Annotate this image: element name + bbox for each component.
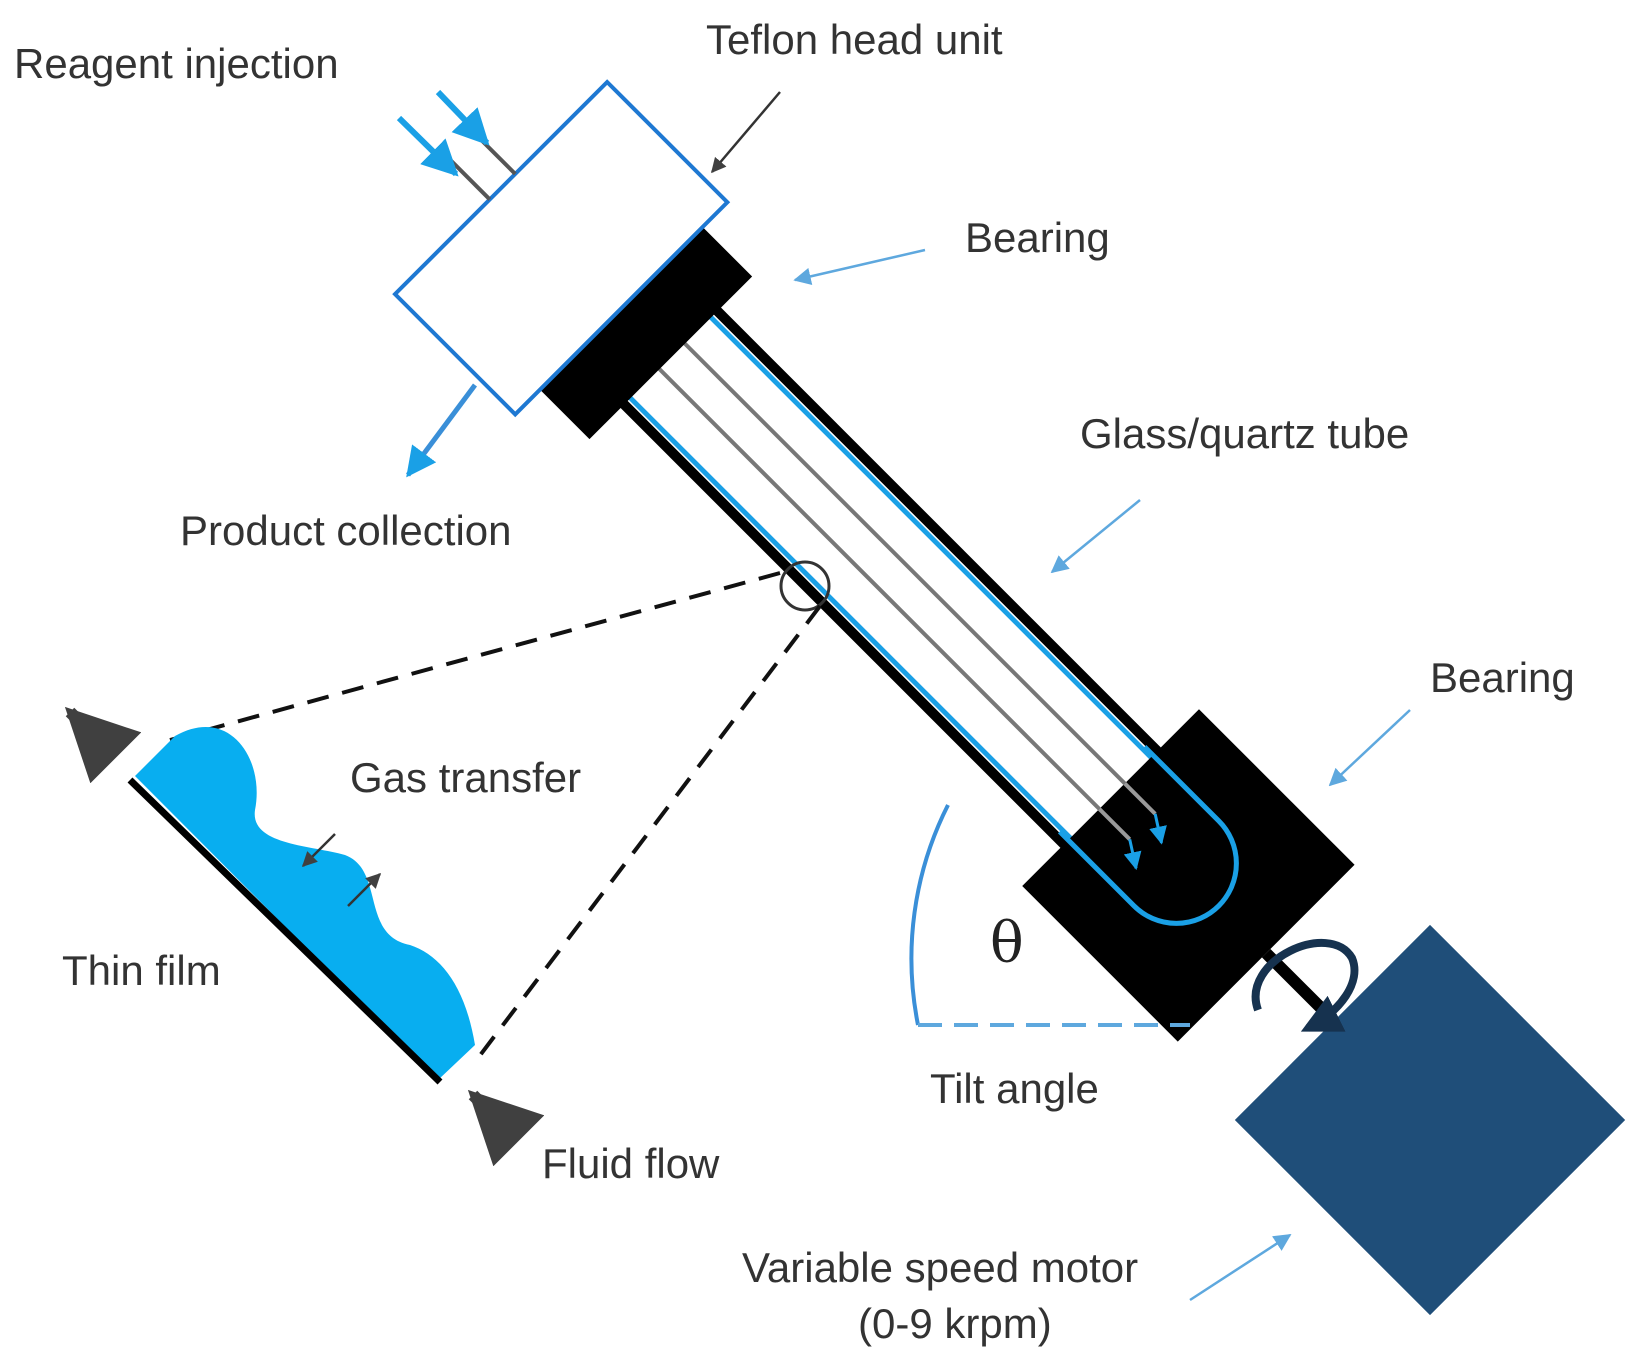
fluid-flow-arrow-top — [64, 706, 142, 784]
tube-end-cap — [1057, 744, 1239, 926]
bearing-bottom-label: Bearing — [1430, 654, 1575, 701]
bearing-top — [539, 226, 753, 440]
bearing-top-pointer-arrow — [793, 248, 926, 285]
rotation-arrow — [1251, 938, 1359, 1032]
gas-transfer-arrow-out — [347, 872, 382, 907]
fluid-flow-arrow-bottom — [467, 1089, 545, 1167]
thin-film-inset — [64, 706, 545, 1167]
drip-arrow-2 — [1123, 839, 1142, 871]
drip-arrow-1 — [1149, 813, 1167, 845]
zoom-dashed-line-2 — [476, 604, 822, 1060]
tube-assembly — [392, 79, 1355, 1042]
tilt-angle-label: Tilt angle — [930, 1065, 1099, 1112]
tube-wall-top-black — [685, 279, 1220, 814]
teflon-pointer-arrow — [711, 91, 781, 174]
feed-tube-2 — [629, 339, 1125, 834]
gas-transfer-arrow-in — [301, 833, 336, 868]
motor-label-line2: (0-9 krpm) — [858, 1300, 1052, 1347]
reagent-arrow-2 — [396, 115, 459, 177]
zoom-dashed-line-1 — [169, 571, 781, 742]
teflon-head-unit-label: Teflon head unit — [706, 16, 1003, 63]
teflon-head-unit — [392, 79, 731, 418]
glass-quartz-tube-label: Glass/quartz tube — [1080, 410, 1409, 457]
thin-film-label: Thin film — [62, 947, 221, 994]
tube-pointer-arrow — [1050, 499, 1141, 574]
product-collection-arrow — [405, 383, 478, 478]
tilt-angle-arc — [909, 804, 950, 1026]
thin-film — [135, 726, 475, 1080]
feed-tube-2-inner — [1097, 807, 1132, 841]
inlet-tube-2 — [438, 148, 492, 201]
bearing-bottom — [1022, 709, 1355, 1042]
tube-wall-bottom-black — [592, 372, 1127, 907]
product-collection-label: Product collection — [180, 507, 512, 554]
thin-film-substrate — [127, 777, 443, 1085]
bearing-bottom-pointer-arrow — [1328, 709, 1411, 787]
glass-quartz-tube — [606, 293, 1174, 861]
gas-transfer-label: Gas transfer — [350, 754, 581, 801]
tube-wall-top-blue — [681, 287, 1212, 818]
tube-wall-bottom-blue — [600, 368, 1131, 899]
feed-tube-1-inner — [1123, 782, 1157, 816]
feed-tube-1 — [655, 313, 1150, 809]
fluid-flow-label: Fluid flow — [542, 1140, 720, 1187]
magnifier-circle — [779, 560, 831, 612]
theta-symbol: θ — [990, 911, 1024, 976]
motor-pointer-arrow — [1189, 1233, 1292, 1302]
motor-label-line1: Variable speed motor — [742, 1244, 1138, 1291]
reagent-arrow-1 — [435, 89, 490, 146]
reagent-injection-label: Reagent injection — [14, 40, 339, 87]
bearing-top-label: Bearing — [965, 214, 1110, 261]
